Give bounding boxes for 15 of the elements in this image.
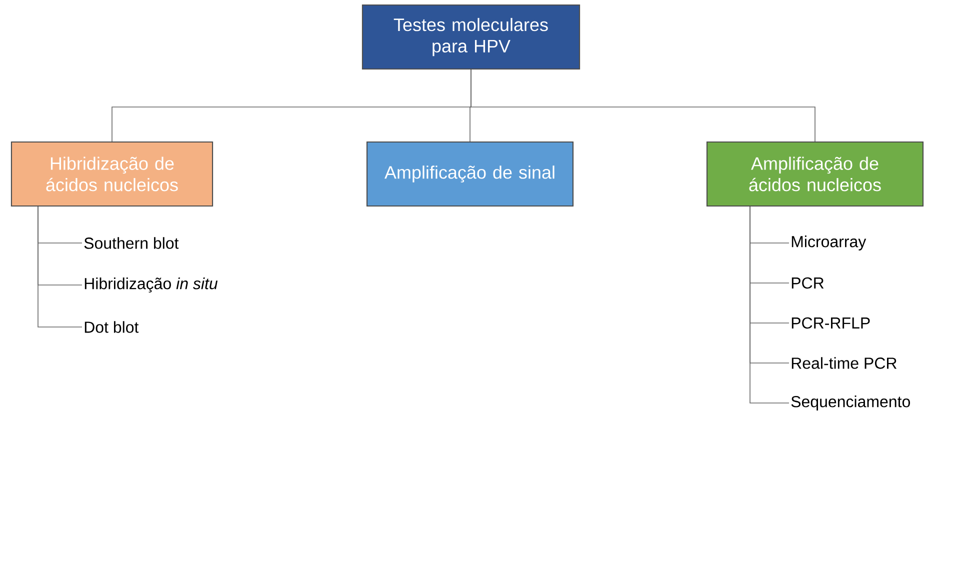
category-box: Amplificação de sinal xyxy=(366,141,574,207)
category-box: Hibridização de ácidos nucleicos xyxy=(10,141,214,207)
list-item: Sequenciamento xyxy=(791,396,910,410)
connector-line xyxy=(750,206,790,404)
list-item: Microarray xyxy=(792,236,866,250)
list-item: Hibridização in situ xyxy=(84,278,218,292)
category-box: Amplificação de ácidos nucleicos xyxy=(706,141,924,207)
connector-line xyxy=(470,69,816,142)
list-item: Real-time PCR xyxy=(792,357,897,369)
connector-line xyxy=(38,206,82,328)
list-item: PCR-RFLP xyxy=(792,317,870,329)
list-item: Southern blot xyxy=(84,237,179,249)
list-item: Dot blot xyxy=(84,321,139,333)
list-item: PCR xyxy=(792,277,824,289)
root-box: Testes moleculares para HPV xyxy=(362,4,580,70)
